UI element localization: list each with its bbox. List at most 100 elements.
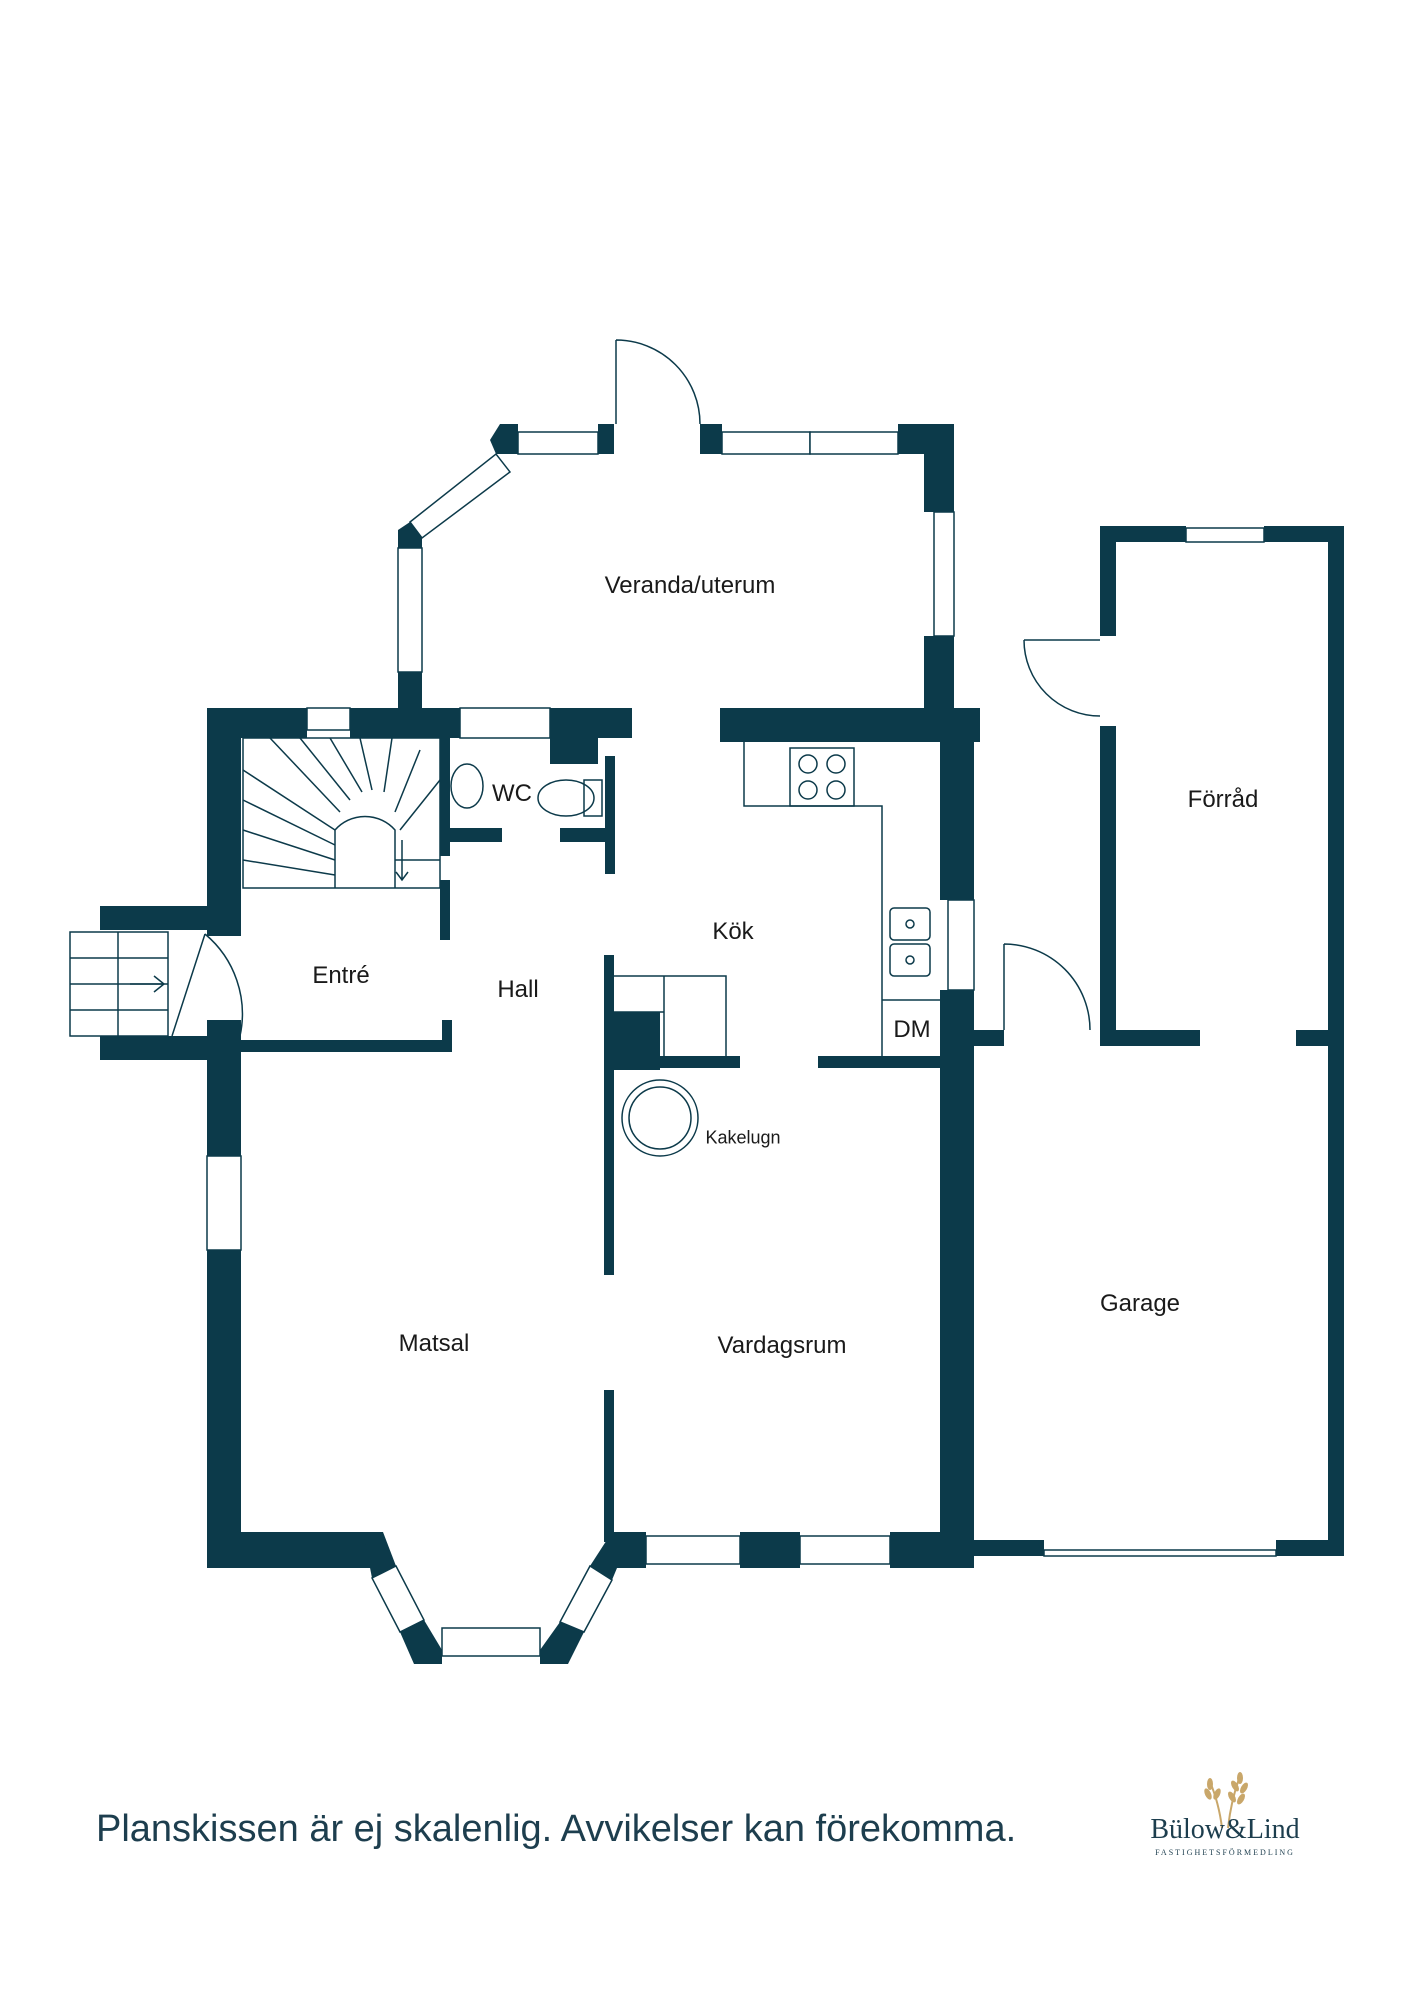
wall-garage-bottom-left <box>974 1540 1044 1556</box>
wall-wc-right <box>560 828 612 842</box>
door-entrance <box>171 933 244 1037</box>
staircase-inner <box>334 815 396 888</box>
wall-chimney-block <box>550 708 598 764</box>
stove-burner-3 <box>798 780 818 800</box>
stair-line-3 <box>242 829 336 861</box>
fixtures <box>69 339 1101 1157</box>
kitchen-sink-2-drain <box>905 955 915 965</box>
wheat-icon <box>1204 1772 1248 1829</box>
stove-burner-1 <box>798 754 818 774</box>
window-veranda-right <box>933 511 955 637</box>
door-forrad <box>1023 639 1101 717</box>
room-label-forrad: Förråd <box>1187 786 1259 813</box>
stair-line-4 <box>242 859 336 876</box>
room-label-dm: DM <box>893 1016 931 1043</box>
window-wc <box>459 707 551 739</box>
wc-toilet-tank <box>583 779 603 817</box>
stove-burner-4 <box>826 780 846 800</box>
wall-veranda-diag-end <box>490 424 518 454</box>
wc-toilet <box>537 779 595 817</box>
wall-bay-left-bottom <box>400 1620 442 1664</box>
staircase <box>242 737 441 889</box>
wc-sink <box>450 763 484 809</box>
window-veranda-top-right-a <box>721 431 811 455</box>
stair-line-5 <box>269 737 341 813</box>
room-label-veranda: Veranda/uterum <box>604 572 776 599</box>
wall-main-left-upper <box>207 708 241 936</box>
kitchen-counter <box>743 742 883 1056</box>
wall-forrad-bottom-left <box>1100 1030 1200 1046</box>
stair-line-9 <box>383 737 393 793</box>
wall-kitchen-bottom-right <box>818 1056 940 1068</box>
wall-veranda-diag-corner <box>398 522 422 548</box>
window-matsal-left <box>206 1155 242 1251</box>
window-vardagsrum-b <box>799 1535 891 1565</box>
brand-logo: Bülow&Lind FASTIGHETSFÖRMEDLING <box>1140 1770 1310 1860</box>
wall-bay-right-top <box>590 1532 632 1580</box>
walls <box>100 424 1344 1664</box>
stair-arrow <box>395 840 409 882</box>
logo-subtitle: FASTIGHETSFÖRMEDLING <box>1155 1848 1295 1857</box>
window-veranda-diag <box>408 452 512 540</box>
wall-kitchen-bottom-left <box>608 1056 740 1068</box>
wall-forrad-left-lower <box>1100 726 1116 1038</box>
window-stairwell <box>306 707 351 731</box>
wall-forrad-top-right <box>1264 526 1344 542</box>
wall-main-top-right <box>720 708 980 742</box>
wall-main-right-upper <box>940 708 974 900</box>
wall-forrad-bottom-right <box>1296 1030 1344 1046</box>
stair-line-8 <box>359 737 373 791</box>
wall-bottom-left <box>207 1532 383 1568</box>
wall-veranda-top-door-right <box>700 424 722 454</box>
wall-bottom-right-c <box>890 1532 960 1568</box>
wall-center-lower <box>604 1390 614 1542</box>
wall-center-upper <box>604 955 614 1275</box>
window-veranda-left <box>397 547 423 673</box>
kakelugn-stove-inner <box>628 1086 692 1150</box>
logo-name: Bülow&Lind <box>1150 1814 1300 1845</box>
stair-line-1 <box>242 769 336 831</box>
room-label-wc: WC <box>492 780 532 807</box>
window-kitchen-right <box>947 899 975 991</box>
stair-line-6 <box>299 737 351 801</box>
room-label-vardagsrum: Vardagsrum <box>717 1332 847 1359</box>
disclaimer-text: Planskissen är ej skalenlig. Avvikelser … <box>96 1808 1017 1850</box>
stair-line-7 <box>329 737 363 793</box>
kitchen-sink-1-drain <box>905 919 915 929</box>
door-garage <box>1003 943 1091 1031</box>
room-label-kakelugn: Kakelugn <box>705 1127 781 1148</box>
stair-line-2 <box>242 799 336 846</box>
window-vardagsrum-a <box>645 1535 741 1565</box>
window-veranda-top-left <box>517 431 599 455</box>
wall-entrance-top <box>100 906 220 930</box>
stair-line-10 <box>394 749 421 813</box>
kitchen-sink-1 <box>889 907 931 941</box>
room-label-entre: Entré <box>312 962 370 989</box>
kitchen-sink-2 <box>889 943 931 977</box>
window-bay-left <box>370 1564 426 1634</box>
wall-hall-bottom <box>241 1040 451 1052</box>
wall-veranda-right-upper <box>924 424 954 512</box>
room-label-hall: Hall <box>497 976 539 1003</box>
wall-stair-right <box>440 708 450 856</box>
wall-stair-lower-seg <box>440 880 450 940</box>
front-steps-arrow <box>130 975 166 993</box>
wall-forrad-left-upper <box>1100 526 1116 636</box>
wall-bay-left-top <box>363 1532 396 1578</box>
wall-wc-left <box>450 828 502 842</box>
window-forrad-top <box>1185 527 1265 543</box>
room-label-kok: Kök <box>712 918 754 945</box>
wall-main-right-lower <box>940 990 974 1568</box>
room-label-matsal: Matsal <box>398 1330 470 1357</box>
windows <box>206 431 1277 1657</box>
door-veranda <box>615 339 701 425</box>
kitchen-island <box>614 975 727 1060</box>
wall-forrad-top-left <box>1100 526 1186 542</box>
kakelugn-stove <box>621 1079 699 1157</box>
wall-garage-bottom-right <box>1276 1540 1344 1556</box>
wall-entrance-bottom <box>100 1036 240 1060</box>
wall-wc-partition <box>605 756 615 874</box>
kitchen-stove <box>789 747 855 807</box>
window-veranda-top-right-b <box>809 431 899 455</box>
